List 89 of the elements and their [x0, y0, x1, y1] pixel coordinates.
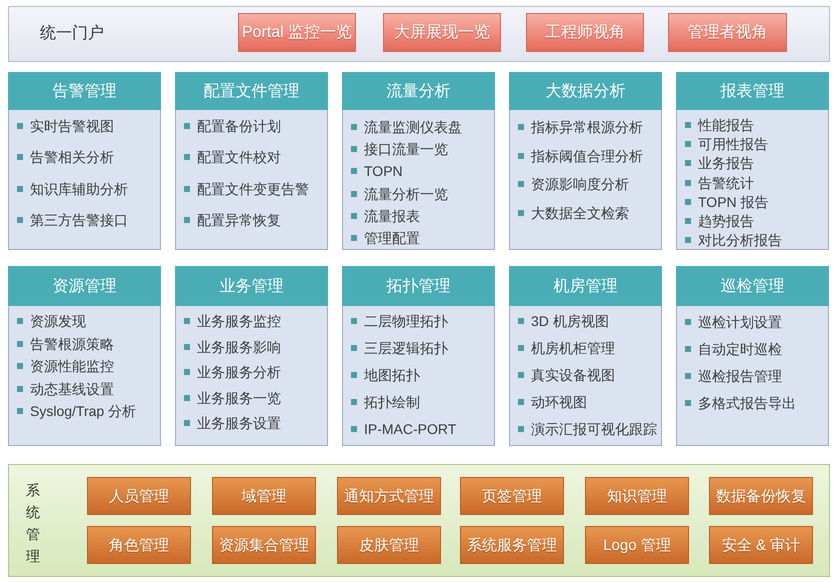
list-item: TOPN 报告: [698, 192, 769, 211]
list-item: 资源影响度分析: [531, 175, 629, 194]
band-label: 统一门户: [40, 24, 104, 44]
module-button: 人员管理: [87, 477, 191, 515]
list-item: 三层逻辑拓扑: [364, 339, 448, 357]
list-item: 告警根源策略: [30, 334, 114, 352]
list-item: 3D 机房视图: [531, 312, 609, 330]
list-item: 拓扑绘制: [364, 393, 420, 411]
module-panel: [676, 72, 829, 250]
list-item: 业务服务监控: [197, 312, 281, 330]
module-button: 皮肤管理: [337, 526, 441, 564]
panel-header: 资源管理: [8, 266, 161, 306]
list-item: 告警相关分析: [30, 148, 114, 166]
list-item: 配置文件变更告警: [197, 180, 309, 198]
list-item: 指标阈值合理分析: [531, 146, 643, 165]
list-item: 动环视图: [531, 393, 587, 411]
list-item: 对比分析报告: [698, 231, 782, 250]
view-button: 管理者视角: [668, 13, 787, 52]
list-item: 动态基线设置: [30, 380, 114, 398]
list-item: 流量报表: [364, 206, 420, 225]
list-item: 可用性报告: [698, 135, 768, 154]
list-item: 大数据全文检索: [531, 204, 629, 222]
module-button: 系统服务管理: [460, 526, 564, 564]
list-item: 性能报告: [698, 116, 754, 134]
panel-header: 流量分析: [342, 72, 495, 110]
list-item: 多格式报告导出: [698, 394, 796, 412]
module-button: Logo 管理: [585, 526, 689, 564]
module-button: 通知方式管理: [337, 477, 441, 515]
list-item: 趋势报告: [698, 212, 754, 230]
list-item: 实时告警视图: [30, 117, 114, 135]
view-button: 大屏展现一览: [383, 13, 501, 52]
panel-header: 告警管理: [8, 72, 161, 110]
list-item: IP-MAC-PORT: [364, 420, 456, 438]
list-item: 业务服务影响: [197, 338, 281, 356]
module-button: 知识管理: [585, 477, 689, 515]
panel-header: 大数据分析: [509, 72, 662, 110]
module-panel: [175, 266, 328, 446]
list-item: 管理配置: [364, 229, 420, 247]
list-item: 配置文件校对: [197, 148, 281, 166]
list-item: 地图拓扑: [364, 366, 420, 384]
list-item: 业务服务分析: [197, 363, 281, 381]
module-button: 页签管理: [460, 477, 564, 515]
module-panel: [8, 266, 161, 446]
list-item: 知识库辅助分析: [30, 180, 128, 198]
module-panel: [342, 266, 495, 446]
list-item: 巡检计划设置: [698, 313, 782, 331]
list-item: 二层物理拓扑: [364, 312, 448, 330]
module-panel: [509, 266, 662, 446]
list-item: 指标异常根源分析: [531, 118, 643, 136]
module-button: 域管理: [212, 477, 316, 515]
panel-header: 配置文件管理: [175, 72, 328, 110]
panel-header: 报表管理: [676, 72, 829, 110]
list-item: 业务报告: [698, 154, 754, 172]
list-item: 巡检报告管理: [698, 367, 782, 385]
list-item: 业务服务设置: [197, 414, 281, 432]
list-item: 流量分析一览: [364, 184, 448, 203]
list-item: 业务服务一览: [197, 388, 281, 406]
module-button: 数据备份恢复: [709, 477, 813, 515]
list-item: TOPN: [364, 162, 403, 180]
list-item: 第三方告警接口: [30, 210, 128, 229]
portal-band: [8, 6, 830, 62]
panel-header: 巡检管理: [676, 266, 829, 306]
module-button: 角色管理: [87, 526, 191, 564]
view-button: Portal 监控一览: [238, 13, 356, 52]
list-item: 配置异常恢复: [197, 210, 281, 229]
system-band: [8, 464, 830, 577]
list-item: 配置备份计划: [197, 117, 281, 135]
module-panel: [342, 72, 495, 250]
list-item: 接口流量一览: [364, 140, 448, 158]
module-panel: [175, 72, 328, 250]
module-panel: [509, 72, 662, 250]
module-button: 安全 & 审计: [709, 526, 813, 564]
module-button: 资源集合管理: [212, 526, 316, 564]
list-item: 真实设备视图: [531, 366, 615, 384]
panel-header: 机房管理: [509, 266, 662, 306]
list-item: Syslog/Trap 分析: [30, 402, 136, 420]
list-item: 流量监测仪表盘: [364, 118, 462, 136]
module-panel: [676, 266, 829, 446]
module-panel: [8, 72, 161, 250]
list-item: 告警统计: [698, 174, 754, 192]
list-item: 资源发现: [30, 312, 86, 330]
view-button: 工程师视角: [526, 13, 644, 52]
band-label: 系统管理: [26, 481, 40, 566]
list-item: 自动定时巡检: [698, 340, 782, 358]
panel-header: 业务管理: [175, 266, 328, 306]
list-item: 机房机柜管理: [531, 339, 615, 357]
panel-header: 拓扑管理: [342, 266, 495, 306]
list-item: 演示汇报可视化跟踪: [531, 420, 657, 438]
list-item: 资源性能监控: [30, 357, 114, 375]
